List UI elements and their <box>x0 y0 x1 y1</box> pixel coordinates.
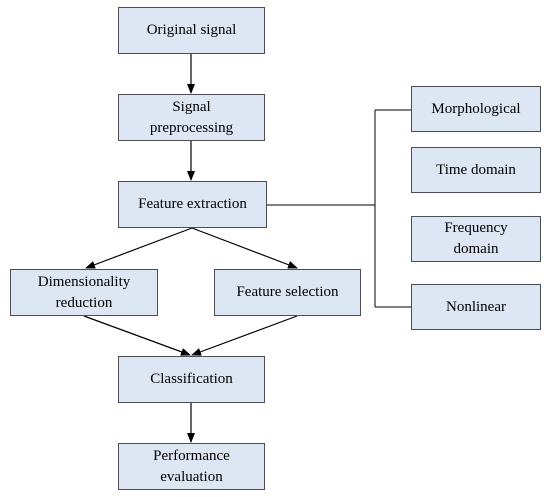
feature-selection-label: Feature selection <box>236 284 339 300</box>
dimensionality-reduction-box: Dimensionality reduction <box>10 269 158 316</box>
frequency-domain-label: Frequency domain <box>444 220 508 257</box>
feature-selection-box: Feature selection <box>214 269 361 316</box>
frequency-domain-box: Frequency domain <box>411 216 541 262</box>
arrow-extraction-to-selection <box>191 227 298 269</box>
signal-preprocessing-box: Signal preprocessing <box>118 94 265 141</box>
performance-evaluation-label: Performance evaluation <box>153 447 230 485</box>
arrow-dimensionality-to-classification <box>83 315 191 356</box>
nonlinear-box: Nonlinear <box>411 284 541 330</box>
classification-box: Classification <box>118 356 265 403</box>
original-signal-label: Original signal <box>146 22 237 38</box>
signal-preprocessing-label: Signal preprocessing <box>149 98 234 136</box>
morphological-label: Morphological <box>431 100 521 117</box>
dimensionality-reduction-label: Dimensionality reduction <box>37 273 131 311</box>
time-domain-box: Time domain <box>411 147 541 193</box>
morphological-box: Morphological <box>411 86 541 132</box>
classification-label: Classification <box>150 371 233 387</box>
performance-evaluation-box: Performance evaluation <box>118 443 265 490</box>
original-signal-box: Original signal <box>118 7 265 54</box>
time-domain-label: Time domain <box>436 161 516 178</box>
feature-extraction-label: Feature extraction <box>138 196 247 212</box>
arrow-extraction-to-dimensionality <box>85 227 193 269</box>
feature-extraction-box: Feature extraction <box>118 181 267 228</box>
arrow-selection-to-classification <box>191 315 298 356</box>
nonlinear-label: Nonlinear <box>446 298 506 315</box>
